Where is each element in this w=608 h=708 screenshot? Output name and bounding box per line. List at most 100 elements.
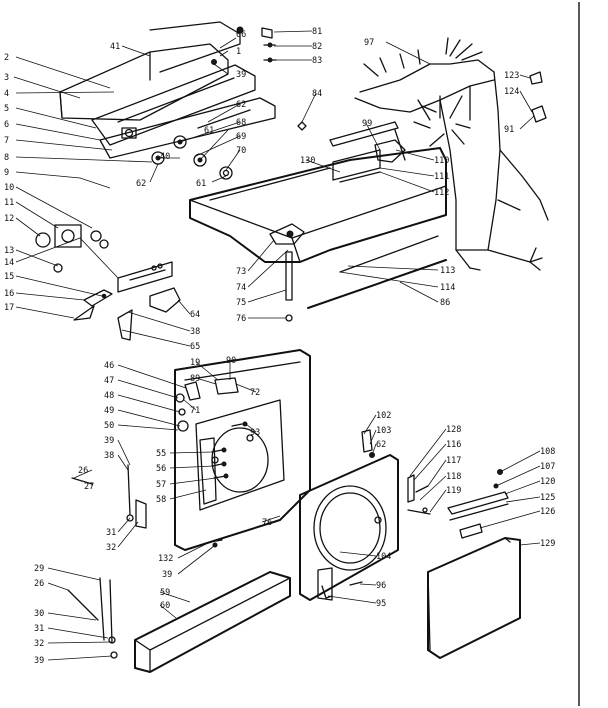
callout-label-c6: 6: [4, 120, 9, 130]
callout-label-c97: 97: [364, 38, 374, 48]
callout-label-c90: 90: [226, 356, 236, 366]
callout-label-c40: 40: [160, 152, 170, 162]
callout-label-c72: 72: [250, 388, 260, 398]
callout-label-c10: 10: [4, 183, 14, 193]
lower-door-panel: [427, 537, 521, 659]
callout-label-c5: 5: [4, 104, 9, 114]
callout-label-c69: 69: [236, 132, 246, 142]
callout-label-c61b: 61: [196, 179, 206, 189]
callout-label-c3: 3: [4, 73, 9, 83]
callout-label-c107: 107: [540, 462, 555, 472]
kick-plate: [67, 464, 291, 673]
callout-label-c48: 48: [104, 391, 114, 401]
callout-label-c104: 104: [376, 552, 391, 562]
callout-label-c17: 17: [4, 303, 14, 313]
callout-label-c2: 2: [4, 53, 9, 63]
callout-label-c102: 102: [376, 411, 391, 421]
callout-label-c125: 125: [540, 493, 555, 503]
control-console-assembly: [59, 21, 276, 159]
callout-label-c56: 56: [156, 464, 166, 474]
callout-label-c31a: 31: [106, 528, 116, 538]
door-hinge-set: [407, 469, 509, 539]
callout-label-c124: 124: [504, 87, 519, 97]
callout-label-c49: 49: [104, 406, 114, 416]
callout-label-c13: 13: [4, 246, 14, 256]
callout-label-c130: 130: [300, 156, 315, 166]
callout-label-c116: 116: [446, 440, 461, 450]
callout-label-c75: 75: [236, 298, 246, 308]
callout-label-c62b: 62: [136, 179, 146, 189]
callout-label-c62c: 62: [376, 440, 386, 450]
callout-label-c27: 27: [84, 482, 94, 492]
callout-label-c61a: 61: [204, 126, 214, 136]
callout-label-c19: 19: [190, 358, 200, 368]
callout-label-c71: 71: [190, 406, 200, 416]
callout-label-c68: 68: [236, 118, 246, 128]
callout-label-c59: 59: [160, 588, 170, 598]
callout-label-c103: 103: [376, 426, 391, 436]
callout-label-c15: 15: [4, 272, 14, 282]
callout-label-c129: 129: [540, 539, 555, 549]
callout-label-c83: 83: [312, 56, 322, 66]
callout-label-c73: 73: [236, 267, 246, 277]
callout-label-c39b: 39: [104, 436, 114, 446]
callout-label-c99: 99: [362, 119, 372, 129]
callout-label-c128: 128: [446, 425, 461, 435]
callout-label-c31b: 31: [34, 624, 44, 634]
callout-label-c82: 82: [312, 42, 322, 52]
callout-label-c112: 112: [434, 188, 449, 198]
callout-label-c30: 30: [34, 609, 44, 619]
access-door-assembly: [299, 429, 399, 601]
callout-label-c93: 93: [250, 428, 260, 438]
callout-label-c76b: 76: [262, 518, 272, 528]
callout-label-c123: 123: [504, 71, 519, 81]
callout-label-c12: 12: [4, 214, 14, 224]
callout-label-c11: 11: [4, 198, 14, 208]
callout-label-c65: 65: [190, 342, 200, 352]
callout-label-c47: 47: [104, 376, 114, 386]
callout-label-c76a: 76: [236, 314, 246, 324]
callout-label-c120: 120: [540, 477, 555, 487]
leader-lines: [13, 30, 541, 661]
callout-label-c41: 41: [110, 42, 120, 52]
wiring-harness: [354, 37, 549, 271]
callout-label-c57: 57: [156, 480, 166, 490]
callout-label-c50: 50: [104, 421, 114, 431]
callout-label-c110: 110: [434, 156, 449, 166]
callout-label-c113: 113: [440, 266, 455, 276]
front-panel: [174, 349, 311, 551]
callout-label-c32a: 32: [106, 543, 116, 553]
callout-label-c16: 16: [4, 289, 14, 299]
callout-label-c86: 86: [440, 298, 450, 308]
callout-label-c4: 4: [4, 89, 9, 99]
callout-label-c64: 64: [190, 310, 200, 320]
callout-labels: 2345678910111213141516174166139626168694…: [4, 27, 555, 666]
callout-label-c91: 91: [504, 125, 514, 135]
callout-label-c118: 118: [446, 472, 461, 482]
small-hardware-top: [261, 27, 307, 131]
callout-label-c96: 96: [376, 581, 386, 591]
callout-label-c46: 46: [104, 361, 114, 371]
callout-label-c66: 66: [236, 30, 246, 40]
callout-label-c58: 58: [156, 495, 166, 505]
callout-label-c62a: 62: [236, 100, 246, 110]
callout-label-c1: 1: [236, 47, 241, 57]
callout-label-c74: 74: [236, 283, 246, 293]
motor-bracket-assembly: [35, 224, 181, 341]
callout-label-c39a: 39: [236, 70, 246, 80]
callout-label-c29: 29: [34, 564, 44, 574]
callout-label-c14: 14: [4, 258, 14, 268]
top-panel: [189, 121, 447, 322]
callout-label-c7: 7: [4, 136, 9, 146]
callout-label-c95: 95: [376, 599, 386, 609]
callout-label-c38a: 38: [190, 327, 200, 337]
callout-label-c108: 108: [540, 447, 555, 457]
callout-label-c89: 89: [190, 374, 200, 384]
callout-label-c114: 114: [440, 283, 455, 293]
callout-label-c38b: 38: [104, 451, 114, 461]
callout-label-c111: 111: [434, 172, 449, 182]
callout-label-c84: 84: [312, 89, 322, 99]
callout-label-c119: 119: [446, 486, 461, 496]
callout-label-c81: 81: [312, 27, 322, 37]
